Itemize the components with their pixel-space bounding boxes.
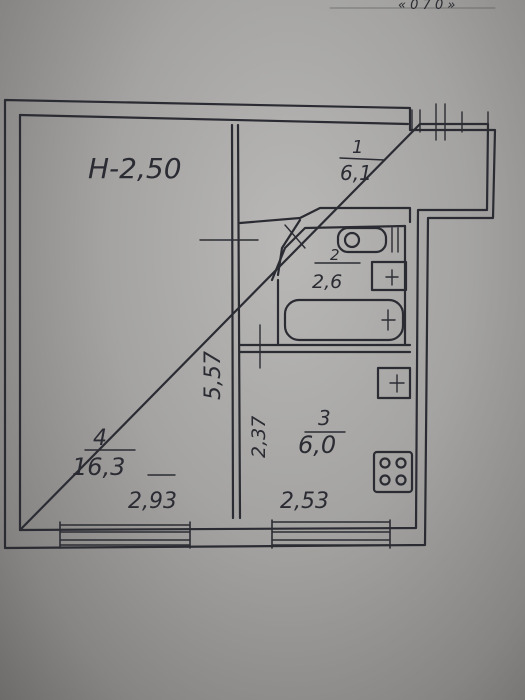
kitchen-tap	[389, 374, 405, 393]
bath-door-mark	[284, 224, 306, 249]
bathtub-tap	[381, 309, 396, 331]
partition-vertical-2	[236, 123, 242, 520]
bath-angled-wall	[276, 218, 302, 277]
burner-1	[379, 457, 391, 469]
header-stamp: « 0 7 0 »	[398, 0, 455, 13]
room-4-area: 16,3	[72, 453, 125, 481]
dim-line-1	[339, 157, 386, 161]
room-4-width: 2,93	[128, 489, 177, 514]
room-3-area: 6,0	[298, 431, 336, 459]
sink-fixture	[336, 226, 388, 254]
room-3-width: 2,53	[280, 489, 329, 514]
window-bottom-right	[271, 519, 391, 549]
kitchen-sink	[376, 366, 412, 400]
burner-2	[395, 457, 407, 469]
window-bottom-left	[59, 521, 191, 549]
room-4-number: 4	[93, 426, 107, 451]
pipe-marks	[391, 227, 399, 253]
room-1-area: 6,1	[340, 161, 372, 185]
room-4-length: 5,57	[201, 351, 226, 400]
window-top-right	[411, 103, 489, 141]
sink-drain	[343, 231, 361, 249]
room-1-number: 1	[352, 137, 363, 158]
room-2-number: 2	[330, 246, 340, 264]
toilet-fixture	[370, 260, 408, 292]
room-3-length: 2,37	[248, 416, 270, 458]
outer-wall-outline	[3, 98, 497, 550]
bath-top-wall	[238, 206, 412, 225]
bathtub	[283, 298, 405, 342]
stove	[372, 450, 414, 494]
room-2-area: 2,6	[312, 271, 342, 293]
burner-3	[379, 474, 391, 486]
partition-vertical-1	[230, 123, 235, 520]
ceiling-height-label: H-2,50	[88, 152, 182, 185]
door-mark-2	[247, 324, 276, 369]
toilet-mark	[385, 269, 399, 286]
burner-4	[395, 474, 407, 486]
room-3-number: 3	[318, 406, 331, 430]
